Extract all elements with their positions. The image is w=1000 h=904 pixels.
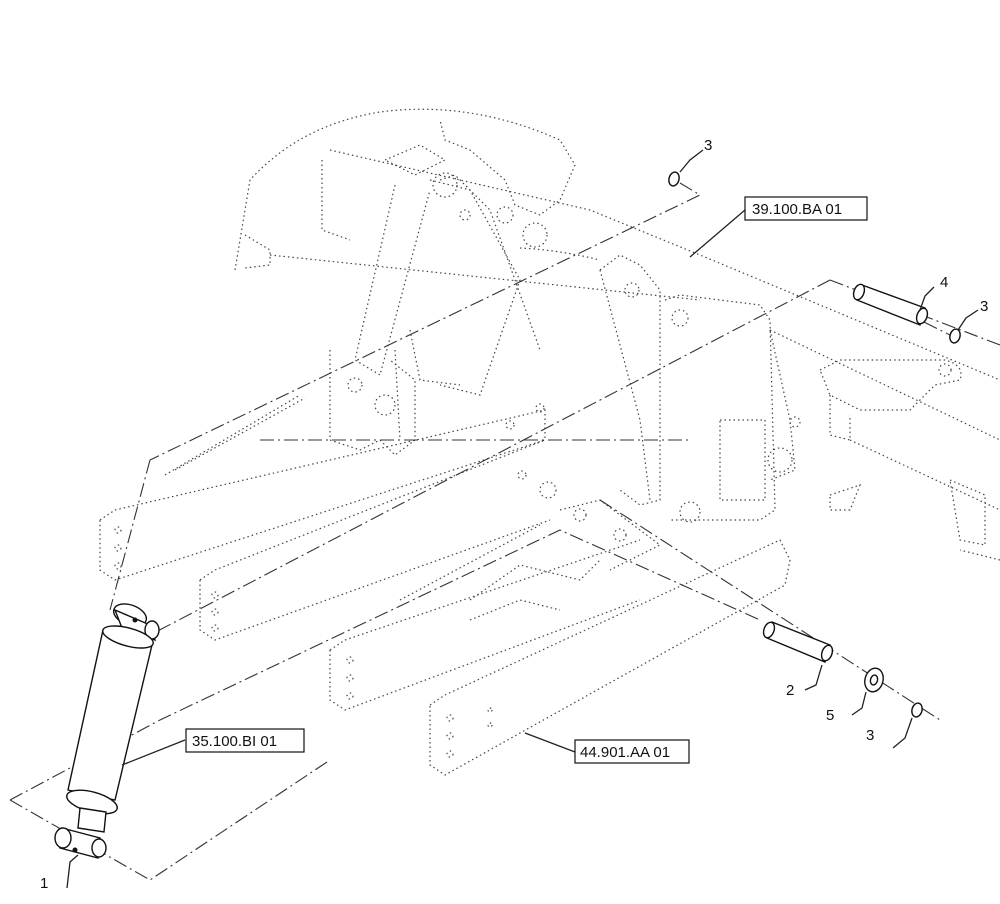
reference-label: 35.100.BI 01 <box>192 733 277 750</box>
snap-rings-part-3 <box>668 171 961 718</box>
frame-context <box>234 108 1000 561</box>
callout-2[interactable]: 2 <box>786 682 794 699</box>
loader-tower <box>329 144 541 456</box>
callout-1[interactable]: 1 <box>40 875 48 892</box>
assembly-lines <box>9 182 1000 881</box>
reference-35-100-bi-01[interactable]: 35.100.BI 01 <box>185 728 305 753</box>
callout-4[interactable]: 4 <box>940 274 948 291</box>
callout-5[interactable]: 5 <box>826 707 834 724</box>
reference-label: 39.100.BA 01 <box>752 201 842 218</box>
washer-part-5 <box>864 667 884 693</box>
callouts: 1 2 3 3 3 4 5 <box>40 137 988 892</box>
pin-part-4 <box>852 283 929 326</box>
callout-3-top[interactable]: 3 <box>704 137 712 154</box>
hydraulic-cylinder <box>54 603 160 859</box>
reference-label: 44.901.AA 01 <box>580 744 670 761</box>
leader-lines <box>66 149 979 889</box>
callout-3-bottom[interactable]: 3 <box>866 727 874 744</box>
callout-3-right[interactable]: 3 <box>980 298 988 315</box>
side-plates <box>99 394 791 776</box>
pin-part-2 <box>762 621 834 663</box>
reference-39-100-ba-01[interactable]: 39.100.BA 01 <box>744 196 868 221</box>
bracket-plate <box>469 254 801 621</box>
reference-44-901-aa-01[interactable]: 44.901.AA 01 <box>574 739 690 764</box>
